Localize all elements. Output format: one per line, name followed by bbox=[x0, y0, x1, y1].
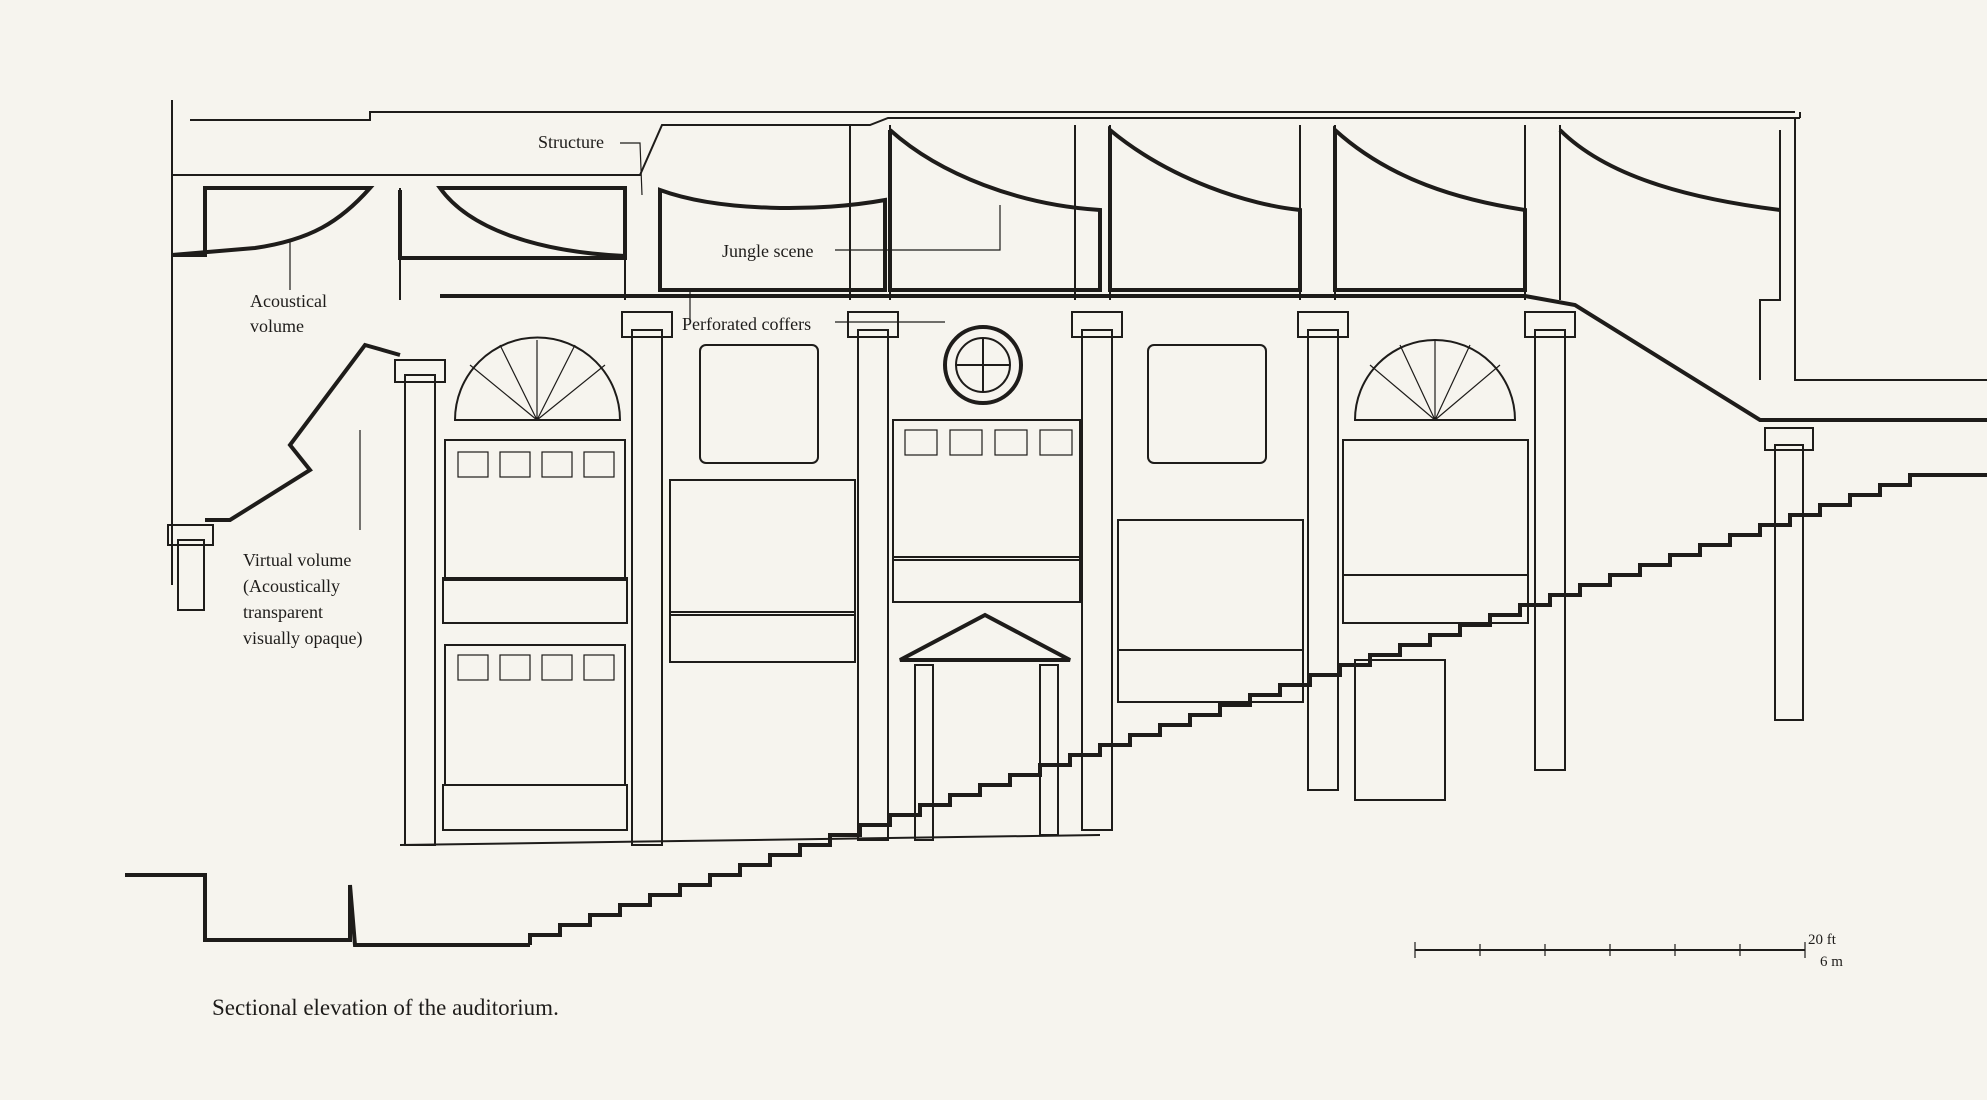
label-virtual-volume-line4: visually opaque) bbox=[243, 628, 362, 649]
box-tier-center-left bbox=[669, 479, 856, 663]
scale-bar: 20 ft 6 m bbox=[1414, 932, 1843, 970]
label-acoustical-volume-line2: volume bbox=[250, 316, 304, 336]
column-left-stub bbox=[167, 524, 214, 611]
box-tier-center-right bbox=[1117, 519, 1304, 703]
column-4 bbox=[1071, 311, 1123, 831]
figure-caption: Sectional elevation of the auditorium. bbox=[212, 995, 559, 1020]
column-2 bbox=[621, 311, 673, 846]
column-7 bbox=[1764, 427, 1814, 721]
fan-lunette-left bbox=[453, 336, 622, 421]
scale-label-feet: 20 ft bbox=[1808, 932, 1837, 948]
fan-lunette-right bbox=[1353, 339, 1517, 421]
jungle-panel-left bbox=[699, 344, 819, 464]
floor-and-seating bbox=[125, 473, 1987, 947]
label-structure: Structure bbox=[538, 132, 604, 152]
ceiling-vaults bbox=[171, 125, 1987, 522]
column-5 bbox=[1297, 311, 1349, 791]
scale-label-meters: 6 m bbox=[1820, 954, 1843, 970]
column-3 bbox=[847, 311, 899, 841]
oculus-window bbox=[943, 325, 1023, 405]
column-6 bbox=[1524, 311, 1576, 771]
box-tier-right bbox=[1342, 439, 1529, 801]
jungle-panel-right bbox=[1147, 344, 1267, 464]
label-virtual-volume-line2: (Acoustically bbox=[243, 576, 340, 597]
box-tier-left-upper bbox=[442, 439, 628, 624]
label-perforated-coffers: Perforated coffers bbox=[682, 314, 811, 334]
label-acoustical-volume-line1: Acoustical bbox=[250, 291, 327, 311]
box-tier-center bbox=[892, 419, 1081, 603]
label-virtual-volume-line3: transparent bbox=[243, 602, 323, 622]
label-virtual-volume-line1: Virtual volume bbox=[243, 550, 351, 570]
box-tier-left-lower bbox=[442, 644, 628, 831]
columns bbox=[167, 311, 1814, 846]
label-jungle-scene: Jungle scene bbox=[722, 241, 813, 261]
roof-structure bbox=[171, 100, 1987, 585]
column-1 bbox=[394, 359, 446, 846]
leader-lines bbox=[289, 142, 1001, 530]
